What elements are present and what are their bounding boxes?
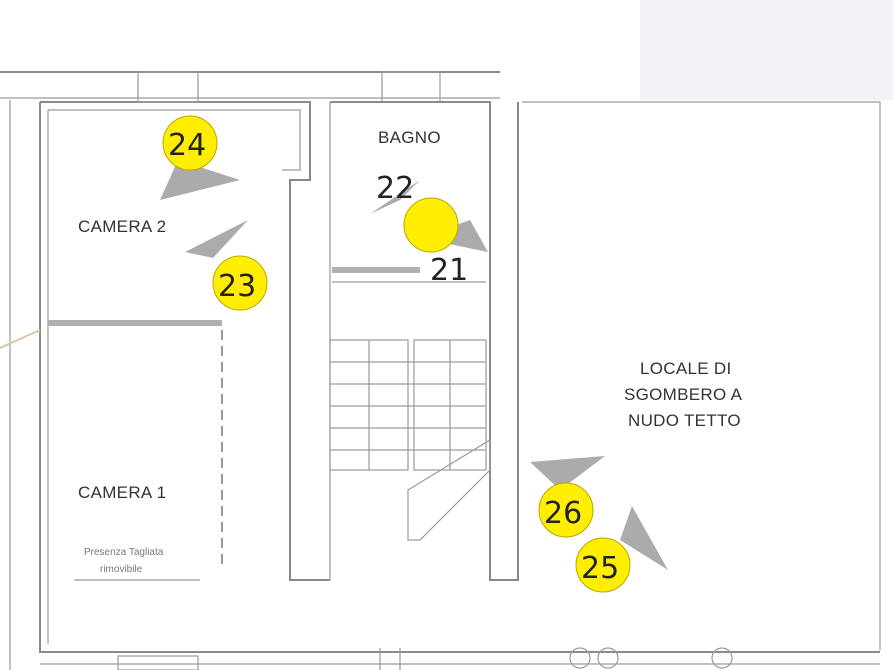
photo-marker-23[interactable]: 23 [185,220,268,311]
room-label-camera-2: CAMERA 2 [78,217,166,236]
room-note-line-1: Presenza Tagliata [84,547,164,558]
room-label-locale-line-3: NUDO TETTO [628,411,741,430]
svg-text:24: 24 [168,128,206,163]
room-label-bagno: BAGNO [378,128,441,147]
photo-marker-yellow-dot[interactable] [403,197,488,253]
staircase [329,339,491,541]
walls [0,71,881,670]
svg-text:23: 23 [218,269,256,304]
room-label-camera-1: CAMERA 1 [78,483,166,502]
photo-marker-26[interactable]: 26 [530,456,605,538]
background-blur [640,0,893,100]
svg-text:21: 21 [430,253,468,288]
photo-marker-21[interactable]: 21 [430,253,468,288]
room-note-line-2: rimovibile [100,564,143,575]
svg-text:22: 22 [376,171,414,206]
room-label-locale-line-1: LOCALE DI [640,359,732,378]
photo-marker-22[interactable]: 22 [370,171,420,214]
svg-text:25: 25 [581,551,619,586]
photo-marker-25[interactable]: 25 [575,506,668,593]
photo-marker-24[interactable]: 24 [160,115,240,200]
room-label-locale-line-2: SGOMBERO A [624,385,743,404]
svg-text:26: 26 [544,496,582,531]
